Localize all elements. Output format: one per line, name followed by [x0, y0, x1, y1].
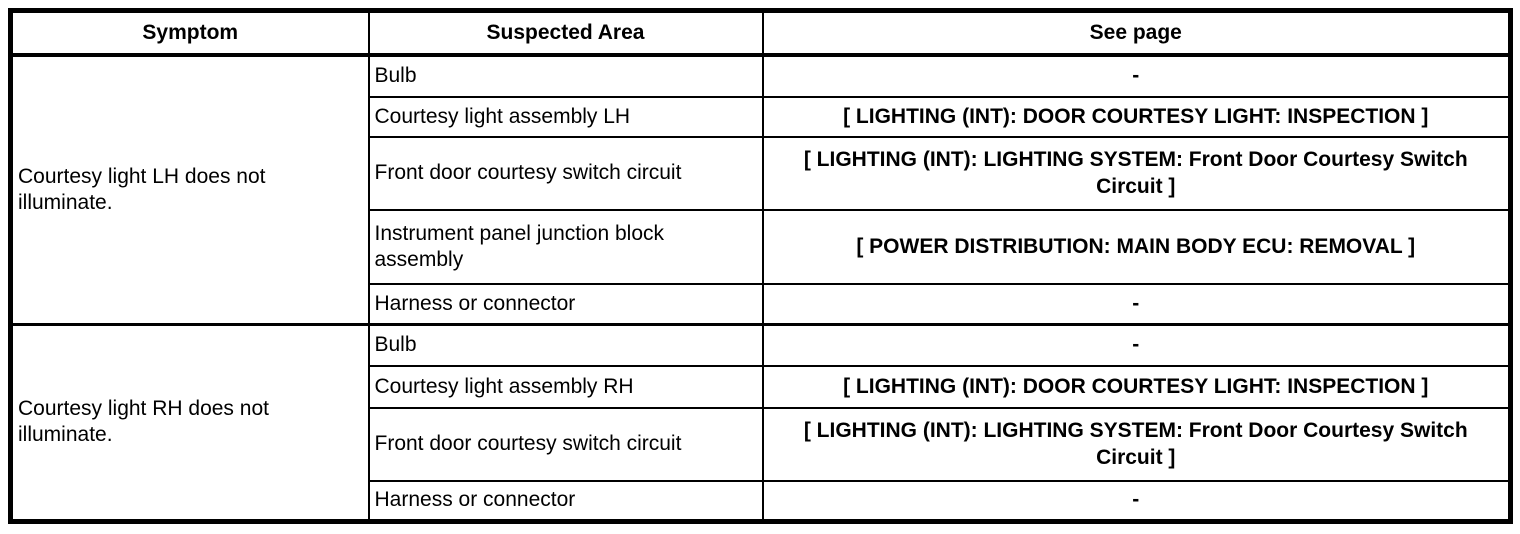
suspected-area-cell: Front door courtesy switch circuit [367, 407, 764, 482]
suspected-area-cell: Courtesy light assembly RH [367, 365, 764, 409]
column-header-suspected-area: Suspected Area [367, 9, 764, 57]
table-row: Instrument panel junction block assembly… [11, 209, 1512, 285]
see-page-cell: - [761, 54, 1512, 98]
see-page-cell: - [761, 283, 1512, 325]
suspected-area-cell: Bulb [367, 54, 764, 98]
suspected-area-cell: Bulb [367, 322, 764, 367]
see-page-cell: - [761, 480, 1512, 522]
suspected-area-cell: Courtesy light assembly LH [367, 96, 764, 138]
table-row: Harness or connector - [11, 283, 1512, 325]
table-row: Front door courtesy switch circuit [ LIG… [11, 136, 1512, 211]
symptom-diagnostic-table: Symptom Suspected Area See page Courtesy… [8, 8, 1513, 524]
symptom-cell-rh: Courtesy light RH does not illuminate. [9, 322, 370, 522]
see-page-cell: [ POWER DISTRIBUTION: MAIN BODY ECU: REM… [761, 209, 1512, 285]
table-row: Courtesy light LH does not illuminate. B… [9, 54, 1512, 325]
suspected-area-cell: Harness or connector [367, 480, 764, 522]
see-page-cell: [ LIGHTING (INT): LIGHTING SYSTEM: Front… [761, 407, 1512, 482]
see-page-cell: [ LIGHTING (INT): DOOR COURTESY LIGHT: I… [761, 96, 1512, 138]
symptom-cell-lh: Courtesy light LH does not illuminate. [9, 54, 370, 325]
suspected-area-cell: Instrument panel junction block assembly [367, 209, 764, 285]
see-page-cell: [ LIGHTING (INT): DOOR COURTESY LIGHT: I… [761, 365, 1512, 409]
suspected-area-cell: Front door courtesy switch circuit [367, 136, 764, 211]
table-row: Courtesy light RH does not illuminate. B… [9, 322, 1512, 522]
see-page-cell: - [761, 322, 1512, 367]
see-page-cell: [ LIGHTING (INT): LIGHTING SYSTEM: Front… [761, 136, 1512, 211]
column-header-see-page: See page [761, 9, 1512, 57]
table-row: Courtesy light assembly LH [ LIGHTING (I… [11, 96, 1512, 138]
table-row: Harness or connector - [11, 480, 1512, 522]
table-header-row: Symptom Suspected Area See page [9, 9, 1512, 57]
table-row: Courtesy light assembly RH [ LIGHTING (I… [11, 365, 1512, 409]
table-row: Front door courtesy switch circuit [ LIG… [11, 407, 1512, 482]
suspected-area-cell: Harness or connector [367, 283, 764, 325]
column-header-symptom: Symptom [9, 9, 370, 57]
